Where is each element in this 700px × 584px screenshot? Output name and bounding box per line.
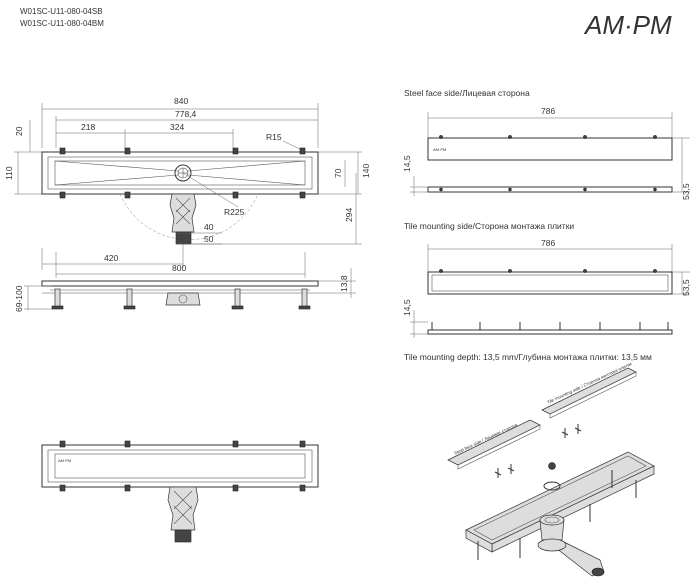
dim-side-height: 70 [333, 168, 343, 178]
bottom-view: AM·PM [41, 440, 319, 543]
svg-text:AM·PM: AM·PM [58, 458, 71, 463]
iso-tile-grate [541, 367, 637, 415]
side-frame [41, 280, 319, 287]
iso-channel [465, 451, 655, 577]
outlet-ring [174, 164, 192, 182]
dim-rotation-radius: R225 [224, 207, 245, 217]
dim-inner-width: 778,4 [175, 109, 197, 119]
steel-grate-face [427, 137, 673, 161]
steel-side-right: 53,5 [681, 183, 691, 200]
steel-side-left: 14,5 [402, 155, 412, 172]
dim-support-span: 800 [172, 263, 186, 273]
dim-outlet-depth: 294 [344, 208, 354, 222]
dim-outlet-position: 420 [104, 253, 118, 263]
tile-depth-note: Tile mounting depth: 13,5 mm/Глубина мон… [404, 352, 652, 362]
tile-mounting-view: Tile mounting side/Сторона монтажа плитк… [402, 221, 691, 362]
dim-frame-height: 13,8 [339, 275, 349, 292]
dim-outlet-diameter-1: 40 [204, 222, 214, 232]
tile-grate-edge [427, 329, 673, 335]
dim-corner-radius: R15 [266, 132, 282, 142]
steel-face-view: Steel face side/Лицевая сторона 786 AM·P… [402, 88, 691, 200]
dim-left-offset: 218 [81, 122, 95, 132]
bottom-channel [41, 444, 319, 488]
adjustable-legs [51, 288, 311, 310]
svg-text:AM·PM: AM·PM [433, 147, 446, 152]
channel-inner [47, 156, 313, 190]
dim-total-height: 140 [361, 164, 371, 178]
dim-adjust-range: 69-100 [14, 285, 24, 312]
dim-center-offset: 324 [170, 122, 184, 132]
siphon-side [165, 292, 201, 306]
product-code-1: W01SC-U11-080-04SB [20, 7, 103, 16]
tile-side-left: 14,5 [402, 299, 412, 316]
fixing-lugs-top [59, 147, 306, 199]
tile-mounting-title: Tile mounting side/Сторона монтажа плитк… [404, 221, 574, 231]
fixing-lugs-bottom [59, 440, 306, 492]
isometric-view: Tile mounting side / Сторона монтажа пли… [447, 361, 655, 577]
bottom-siphon [167, 486, 199, 531]
iso-label-tile: Tile mounting side / Сторона монтажа пли… [546, 361, 632, 405]
iso-steel-grate [447, 419, 541, 466]
brand-logo: AM·PM [583, 10, 672, 40]
product-code-2: W01SC-U11-080-04BM [20, 19, 104, 28]
steel-length: 786 [541, 106, 555, 116]
side-view: 13,8 69-100 [14, 268, 356, 312]
siphon-outlet [169, 193, 197, 245]
iso-screws [494, 424, 582, 478]
steel-face-title: Steel face side/Лицевая сторона [404, 88, 530, 98]
steel-grate-edge [427, 186, 673, 193]
tile-grate-pins [431, 322, 669, 330]
top-view: 840 778,4 218 324 R15 20 110 [4, 96, 371, 278]
dim-body-height: 110 [4, 166, 14, 180]
tile-length: 786 [541, 238, 555, 248]
dim-top-margin: 20 [14, 126, 24, 136]
tile-grate-face [427, 271, 673, 295]
dim-overall-width: 840 [174, 96, 188, 106]
tile-side-right: 53,5 [681, 279, 691, 296]
dim-outlet-diameter-2: 50 [204, 234, 214, 244]
